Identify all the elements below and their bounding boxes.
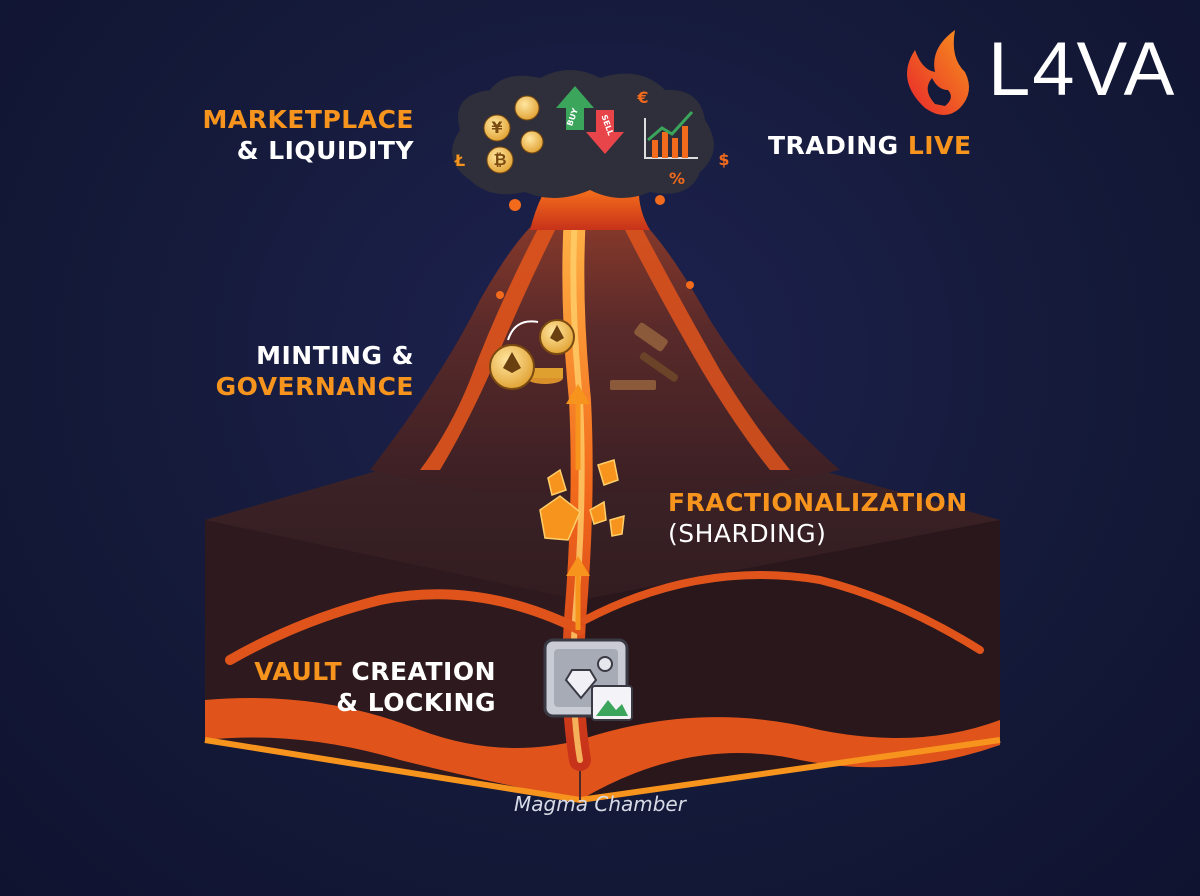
stage-marketplace-line2: & LIQUIDITY xyxy=(236,136,414,165)
stage-minting-line1: MINTING & xyxy=(256,341,414,370)
stage-vault-line2: & LOCKING xyxy=(336,688,496,717)
stage-minting: MINTING & GOVERNANCE xyxy=(190,340,414,402)
exchange-coin-icon xyxy=(520,130,544,154)
stage-marketplace: MARKETPLACE & LIQUIDITY xyxy=(190,104,414,166)
stage-trading-word1: TRADING xyxy=(768,131,899,160)
stage-marketplace-line1: MARKETPLACE xyxy=(202,105,414,134)
sell-arrow-icon xyxy=(586,110,624,154)
stage-vault-word1: VAULT xyxy=(254,657,343,686)
stage-vault: VAULT CREATION & LOCKING xyxy=(230,656,496,718)
ethereum-coin-icon xyxy=(514,95,540,121)
buy-arrow-icon xyxy=(556,86,594,130)
stage-trading: TRADING LIVE xyxy=(768,130,972,161)
bitcoin-glyph: ₿ xyxy=(493,150,506,169)
shard-fragments xyxy=(539,459,625,541)
stage-fractional-line2: (SHARDING) xyxy=(668,519,827,548)
magma-chamber-caption: Magma Chamber xyxy=(514,792,686,816)
diamond-icon xyxy=(564,669,598,700)
bitcoin-coin-icon xyxy=(486,146,514,174)
curved-arrow-icon xyxy=(507,320,539,341)
percent-glyph: % xyxy=(669,169,685,188)
litecoin-glyph: Ł xyxy=(454,151,465,170)
stage-fractional-line1: FRACTIONALIZATION xyxy=(668,488,968,517)
minting-icons xyxy=(489,319,679,390)
euro-glyph: € xyxy=(636,88,648,107)
stage-minting-line2: GOVERNANCE xyxy=(215,372,414,401)
stage-vault-word2: CREATION xyxy=(351,657,496,686)
flow-arrows xyxy=(566,384,590,630)
stage-fractional: FRACTIONALIZATION (SHARDING) xyxy=(668,487,968,549)
brand-logo: L4VA xyxy=(988,27,1177,112)
stage-trading-word2: LIVE xyxy=(907,131,972,160)
gavel-icon xyxy=(610,322,679,390)
growth-chart-icon xyxy=(644,110,698,159)
flame-icon xyxy=(907,30,969,115)
cloud-icons xyxy=(483,86,698,174)
yen-glyph: ¥ xyxy=(491,118,502,137)
vault-safe-icon xyxy=(543,638,633,721)
yen-coin-icon xyxy=(483,114,511,142)
ground-block xyxy=(204,470,1001,804)
dollar-glyph: $ xyxy=(718,150,729,169)
dial-icon xyxy=(597,656,613,672)
